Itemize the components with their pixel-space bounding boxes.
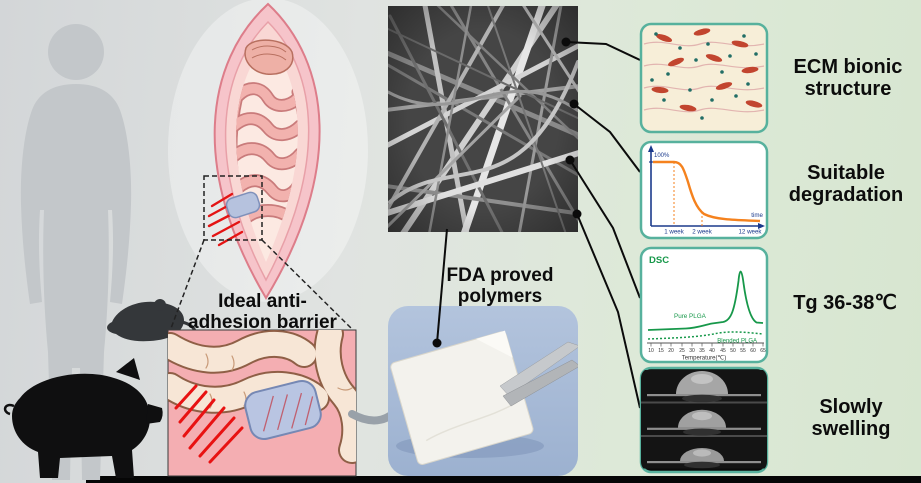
callout-line-dsc xyxy=(569,159,641,299)
degradation-label: Suitable degradation xyxy=(788,162,904,207)
tweezers-icon xyxy=(499,341,578,407)
sem-fibers xyxy=(388,6,578,232)
dsc-tick: 10 xyxy=(648,348,654,354)
callout-line-ecm xyxy=(565,41,641,61)
stomach-illustration xyxy=(244,39,294,75)
dsc-curve-pure xyxy=(647,270,764,331)
dsc-title: DSC xyxy=(649,255,669,266)
dsc-tick: 60 xyxy=(750,348,756,354)
dsc-series-blended-label: Blended PLGA xyxy=(717,339,757,345)
barrier-caption: Ideal anti-adhesion barrier xyxy=(188,291,337,333)
dsc-tick: 25 xyxy=(679,348,685,354)
membrane xyxy=(390,330,534,465)
dashed-highlight-box xyxy=(203,175,263,241)
dsc-tick: 65 xyxy=(760,348,766,354)
degradation-ylabel: 100% xyxy=(654,153,670,159)
abdomen-illustration xyxy=(168,0,368,332)
dsc-tick: 20 xyxy=(668,348,674,354)
ecm-structure-panel xyxy=(639,22,769,134)
dsc-tick: 45 xyxy=(720,348,726,354)
degradation-tick-1: 1 week xyxy=(664,229,685,236)
barrier-patch-large xyxy=(244,379,322,441)
sem-fiber-image xyxy=(388,6,578,232)
human-silhouette xyxy=(20,24,132,480)
swelling-label: Slowly swelling xyxy=(811,396,891,441)
callout-lines xyxy=(565,41,641,409)
cell-nuclei-dots xyxy=(650,32,758,120)
tg-label: Tg 36-38℃ xyxy=(793,292,897,314)
callout-line-swelling xyxy=(576,213,641,409)
degradation-xlabel: time xyxy=(751,212,763,219)
ecm-label: ECM bionic structure xyxy=(793,56,903,101)
inflammation-marks xyxy=(174,384,244,464)
dsc-tick: 55 xyxy=(740,348,746,354)
dsc-curve-blended xyxy=(647,331,764,340)
dsc-xlabel: Temperature(℃) xyxy=(682,356,726,362)
degradation-curve xyxy=(653,160,761,223)
membrane-photo xyxy=(388,228,578,476)
fda-caption: FDA proved polymers xyxy=(446,265,554,307)
degradation-tick-3: 12 week xyxy=(738,229,762,236)
dsc-tick: 35 xyxy=(699,348,705,354)
dsc-chart-panel: DSC Pure PLGA Blended PLGA 10 15 20 25 3… xyxy=(639,246,769,364)
callout-dots xyxy=(561,37,582,219)
dsc-series-pure-label: Pure PLGA xyxy=(674,313,707,320)
fibroblast-cells xyxy=(651,28,763,112)
callout-line-degradation xyxy=(573,103,641,173)
bottom-bar xyxy=(86,476,921,483)
dsc-tick: 30 xyxy=(689,348,695,354)
adhesion-zoom-inset xyxy=(167,329,357,477)
dsc-tick: 50 xyxy=(730,348,736,354)
degradation-chart-panel: 100% time 1 week 2 week 12 week xyxy=(639,140,769,240)
dsc-tick: 15 xyxy=(658,348,664,354)
degradation-tick-2: 2 week xyxy=(692,229,713,236)
mouse-silhouette xyxy=(107,299,198,348)
barrier-patch-small xyxy=(225,191,261,219)
pig-silhouette xyxy=(3,358,163,478)
swelling-photos-panel xyxy=(639,366,769,474)
dsc-tick: 40 xyxy=(709,348,715,354)
